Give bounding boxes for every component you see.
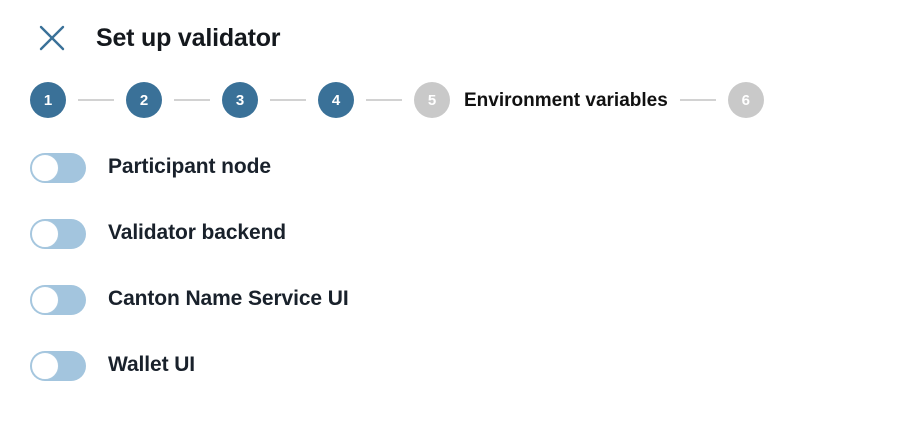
toggle-knob [31, 352, 59, 380]
toggle-label-wallet-ui: Wallet UI [108, 353, 195, 376]
stepper-step-5[interactable]: 5 Environment variables [414, 82, 668, 118]
toggle-label-participant-node: Participant node [108, 155, 271, 178]
component-toggle-list: Participant node Validator backend Canto… [30, 152, 890, 416]
stepper-connector-4 [366, 99, 402, 101]
stepper-connector-1 [78, 99, 114, 101]
stepper-step-3[interactable]: 3 [222, 82, 258, 118]
close-icon[interactable] [28, 14, 76, 62]
step-circle-6[interactable]: 6 [727, 82, 764, 118]
toggle-knob [31, 154, 59, 182]
stepper-step-2[interactable]: 2 [126, 82, 162, 118]
toggle-knob [31, 220, 59, 248]
step-circle-3[interactable]: 3 [222, 82, 258, 118]
dialog-header: Set up validator [0, 14, 924, 62]
stepper-step-4[interactable]: 4 [318, 82, 354, 118]
step-circle-2[interactable]: 2 [126, 82, 162, 118]
toggle-row-validator-backend: Validator backend [30, 218, 890, 284]
toggle-label-canton-name-service-ui: Canton Name Service UI [108, 287, 349, 310]
step-circle-5[interactable]: 5 [414, 82, 450, 118]
step-label-5: Environment variables [464, 89, 668, 111]
toggle-row-canton-name-service-ui: Canton Name Service UI [30, 284, 890, 350]
step-circle-1[interactable]: 1 [30, 82, 66, 118]
stepper-step-1[interactable]: 1 [30, 82, 66, 118]
toggle-knob [31, 286, 59, 314]
page-title: Set up validator [96, 23, 281, 52]
setup-stepper: 1 2 3 4 5 Environment variables 6 [30, 82, 764, 118]
step-circle-4[interactable]: 4 [318, 82, 354, 118]
toggle-canton-name-service-ui[interactable] [30, 285, 86, 315]
toggle-participant-node[interactable] [30, 153, 86, 183]
stepper-connector-3 [270, 99, 306, 101]
toggle-row-wallet-ui: Wallet UI [30, 350, 890, 416]
toggle-wallet-ui[interactable] [30, 351, 86, 381]
close-icon-glyph [39, 25, 65, 51]
toggle-row-participant-node: Participant node [30, 152, 890, 218]
toggle-label-validator-backend: Validator backend [108, 221, 287, 244]
stepper-connector-2 [174, 99, 210, 101]
stepper-step-6[interactable]: 6 [727, 82, 764, 118]
stepper-connector-5 [679, 99, 716, 101]
toggle-validator-backend[interactable] [30, 219, 86, 249]
